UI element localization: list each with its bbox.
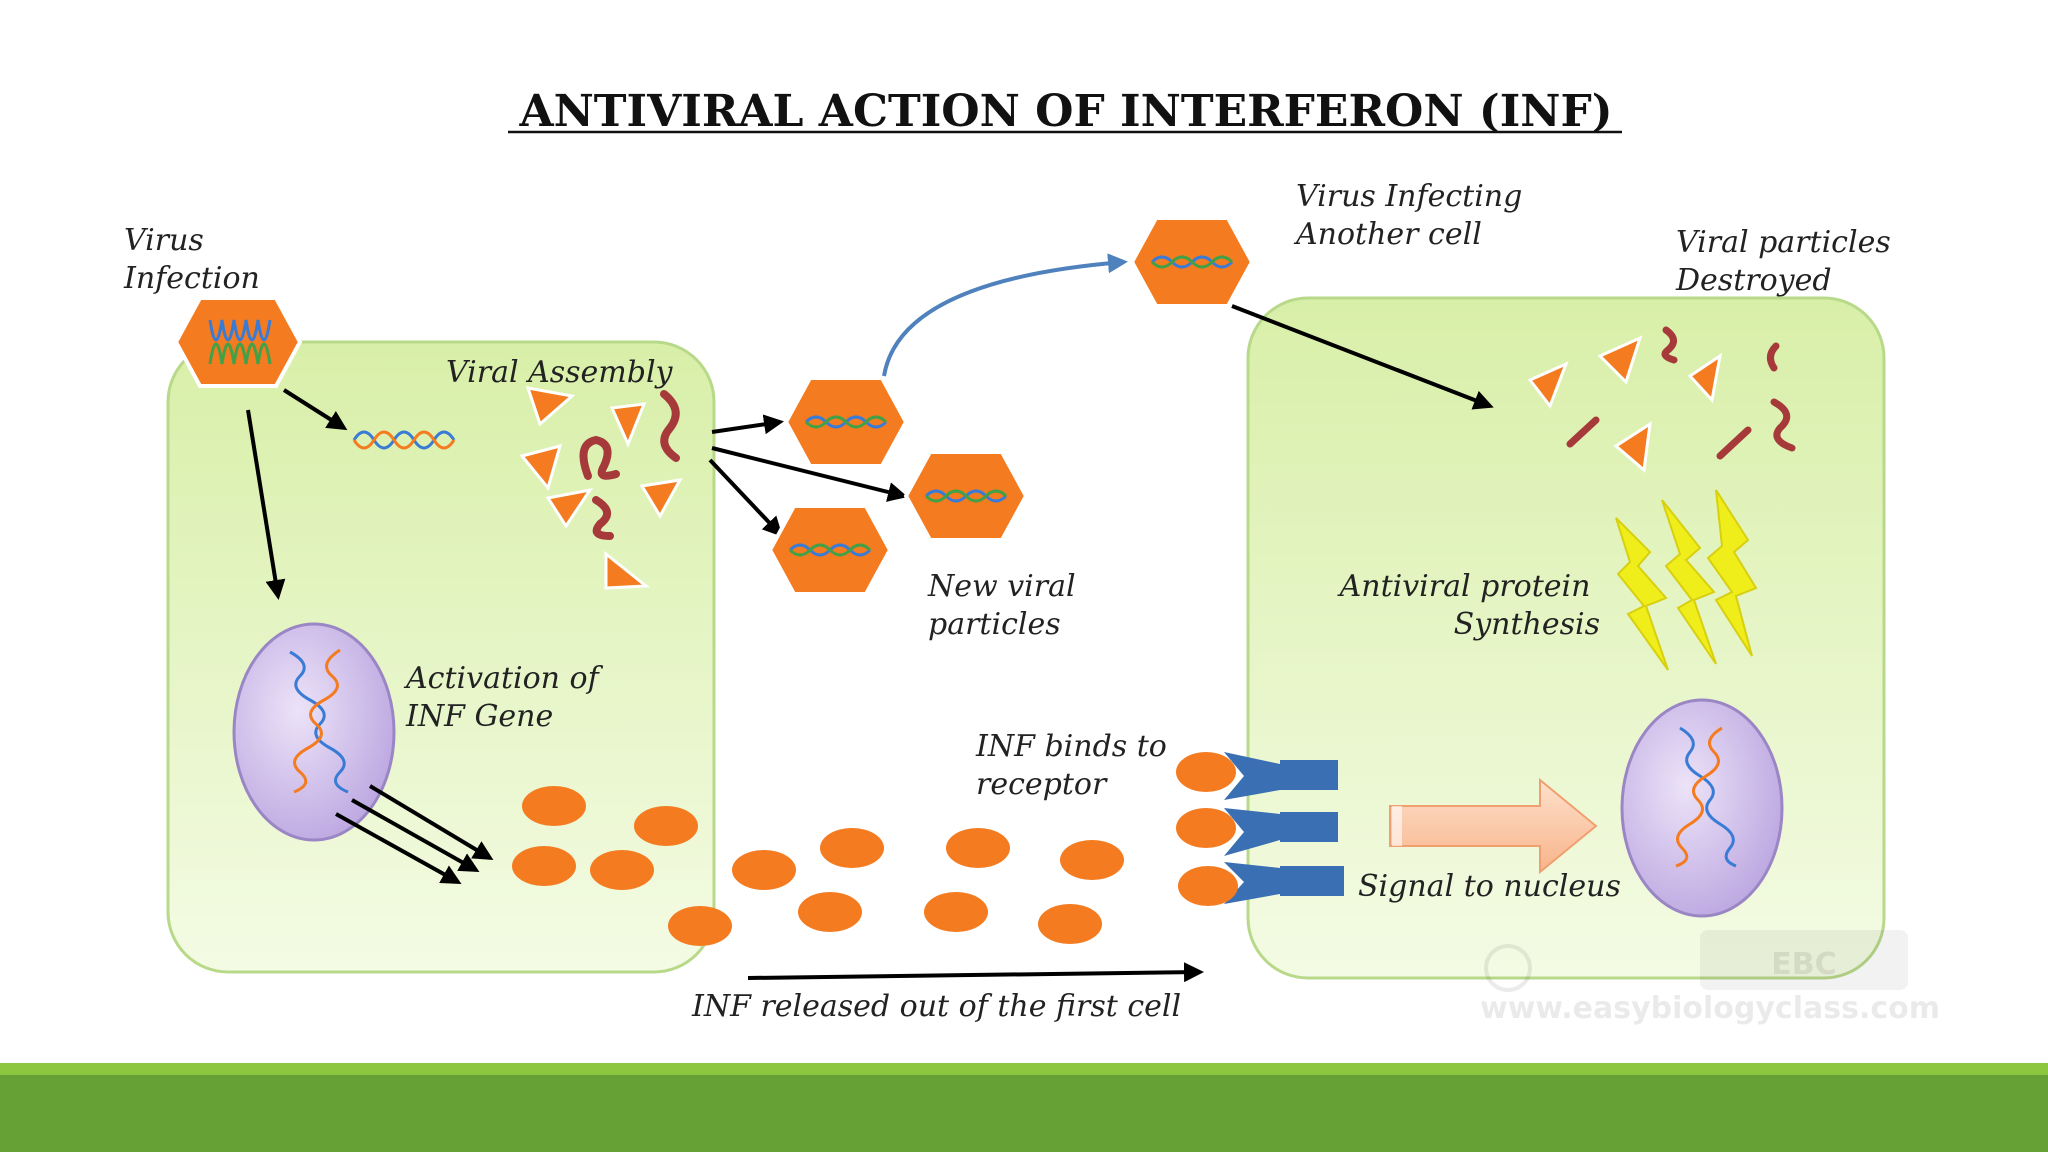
- watermark: EBC www.easybiologyclass.com: [1480, 930, 1940, 1026]
- copyright-icon: [1484, 944, 1532, 992]
- arrow-inf-expression-3: [335, 812, 462, 884]
- arrow-virus-into-cell: [1231, 304, 1494, 410]
- new-viral-particle: [783, 376, 909, 468]
- inf-molecule: [946, 828, 1010, 868]
- label-inf-binds-to-receptor: INF binds to receptor: [975, 729, 1176, 802]
- signal-to-nucleus-arrow: [1389, 777, 1598, 875]
- inf-receptor: [1224, 808, 1338, 856]
- antiviral-protein-bolts: [1615, 489, 1758, 671]
- new-viral-particle: [767, 504, 893, 596]
- inf-molecule: [512, 846, 576, 886]
- arrow-inf-expression-1: [368, 784, 494, 861]
- inf-molecule: [668, 906, 732, 946]
- signal-arrow-stripe: [1392, 806, 1402, 846]
- footer-accent-bar: [0, 1063, 2048, 1075]
- interferon-molecules: [512, 786, 1124, 946]
- inf-molecule: [1176, 808, 1236, 848]
- footer-bar: [0, 1075, 2048, 1152]
- inf-molecule: [924, 892, 988, 932]
- arrow-to-nucleus: [246, 409, 286, 600]
- viral-genome-dna: [352, 430, 456, 450]
- arrow-new-particle-2: [711, 446, 908, 502]
- virus-infecting-cell: [173, 296, 303, 388]
- inf-molecule: [820, 828, 884, 868]
- inf-molecule: [1060, 840, 1124, 880]
- arrow-new-particle-1: [711, 414, 784, 435]
- virus-infecting-another-cell: [1129, 216, 1255, 308]
- inf-molecule: [798, 892, 862, 932]
- arrow-inf-release: [747, 962, 1204, 983]
- nucleus-infected-cell: [232, 622, 396, 842]
- inf-molecule: [732, 850, 796, 890]
- destroyed-viral-fragments: [1527, 326, 1796, 473]
- label-viral-particles-destroyed: Viral particles Destroyed: [1675, 225, 1900, 298]
- inf-molecule: [590, 850, 654, 890]
- label-activation-inf-gene: Activation of INF Gene: [403, 661, 608, 734]
- label-inf-released: INF released out of the first cell: [691, 989, 1181, 1024]
- arrow-new-particle-3: [708, 458, 783, 537]
- inf-receptor: [1224, 862, 1344, 904]
- label-antiviral-protein-synthesis: Antiviral protein Synthesis: [1337, 569, 1600, 642]
- label-signal-to-nucleus: Signal to nucleus: [1358, 869, 1621, 904]
- inf-molecule: [1178, 866, 1238, 906]
- watermark-logo: EBC: [1771, 947, 1836, 982]
- inf-molecule: [1176, 752, 1236, 792]
- neighbor-dna: [1675, 726, 1737, 868]
- inf-gene-dna: [289, 648, 349, 794]
- inf-molecule: [1038, 904, 1102, 944]
- watermark-logo-box: [1700, 930, 1908, 990]
- arrow-inf-expression-2: [351, 798, 480, 872]
- arrow-virus-to-another-cell: [882, 253, 1128, 377]
- label-viral-assembly: Viral Assembly: [446, 355, 674, 390]
- label-new-viral-particles: New viral particles: [927, 569, 1085, 642]
- diagram-title: ANTIVIRAL ACTION OF INTERFERON (INF): [518, 86, 1612, 137]
- arrow-to-genome: [282, 388, 348, 431]
- bound-inf-molecules: [1176, 752, 1238, 906]
- label-virus-infection: Virus Infection: [123, 223, 260, 296]
- watermark-url: www.easybiologyclass.com: [1480, 991, 1940, 1026]
- inf-molecule: [522, 786, 586, 826]
- inf-receptor: [1224, 752, 1338, 800]
- viral-assembly-parts: [519, 386, 683, 590]
- inf-molecule: [634, 806, 698, 846]
- label-virus-infecting-another-cell: Virus Infecting Another cell: [1293, 179, 1532, 252]
- new-viral-particle: [903, 450, 1029, 542]
